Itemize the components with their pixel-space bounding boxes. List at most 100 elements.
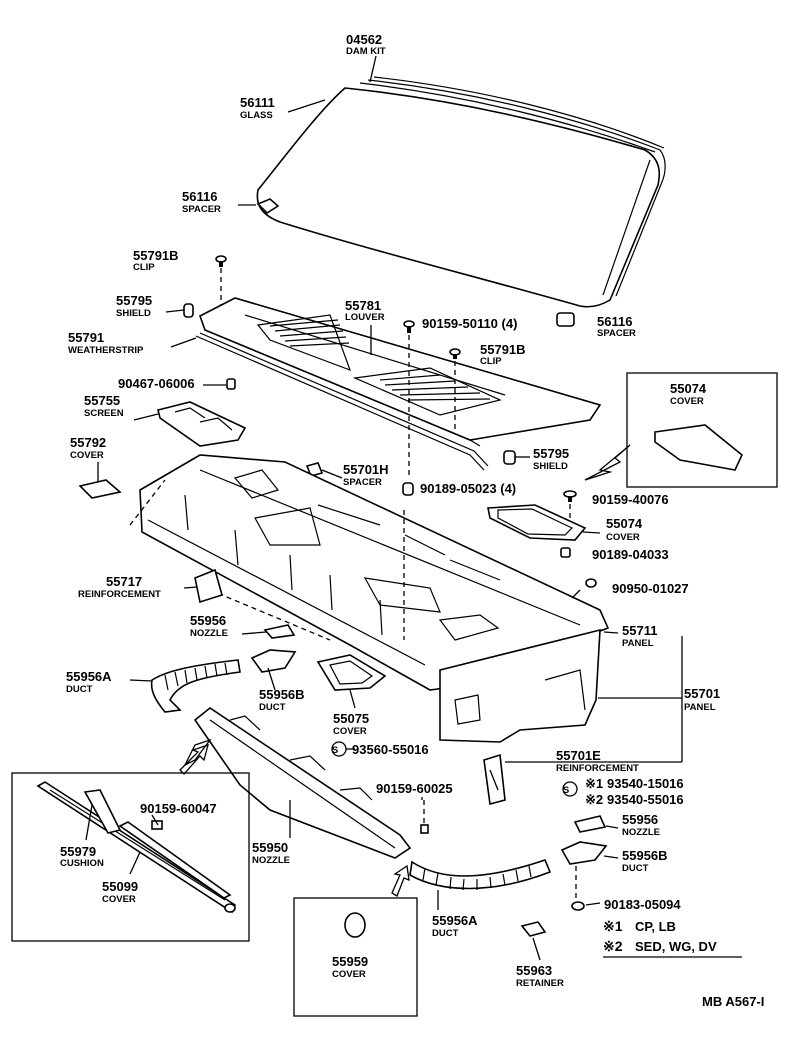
callout-c8: 56116 SPACER (597, 314, 636, 339)
callout-c2: 56111 GLASS (240, 95, 275, 121)
callout-c19: 55074 COVER (606, 516, 643, 543)
clip-55791b-right-drawing (449, 348, 461, 432)
part-name: DUCT (66, 684, 93, 695)
spacer-56116-left-drawing (256, 198, 280, 215)
part-name: DUCT (622, 863, 649, 874)
callout-c26: 55956B DUCT (259, 687, 305, 713)
cowl-panel-drawing (139, 454, 610, 691)
part-number: 55075 (333, 711, 369, 726)
clip-55791b-top-drawing (215, 255, 227, 305)
clip-90183-05094-drawing (571, 901, 585, 911)
callout-c7: 90159-50110 (4) (422, 316, 517, 331)
part-number: 55956B (259, 687, 305, 702)
part-number: 90159-50110 (4) (422, 316, 517, 331)
part-number: 55099 (102, 879, 138, 894)
part-number: 90159-40076 (592, 492, 669, 507)
callout-c24: 55711 PANEL (622, 623, 657, 649)
part-name: DAM KIT (346, 46, 386, 57)
callout-c40: 90183-05094 (604, 897, 681, 912)
part-number: 55959 (332, 954, 368, 969)
cover-55959-box (293, 897, 418, 1017)
bolt-90189-05023-drawing (402, 482, 414, 496)
callout-c20: 90189-04033 (592, 547, 669, 562)
callout-c27: 55701 PANEL (684, 686, 720, 713)
callout-c22: 90950-01027 (612, 581, 689, 596)
duct-55956a-lower-drawing (409, 859, 552, 891)
callout-c1: 04562 DAM KIT (346, 32, 386, 57)
part-name: CUSHION (60, 858, 104, 869)
part-number: 55711 (622, 623, 657, 638)
callout-c31: 90159-60047 (140, 801, 217, 816)
callout-c42: 55959 COVER (332, 954, 368, 980)
louver-drawing (199, 297, 602, 447)
part-name: COVER (670, 396, 704, 407)
screen-55755-drawing (157, 401, 247, 447)
part-number: 55074 (670, 381, 707, 396)
callout-c21: 55717 REINFORCEMENT (78, 574, 161, 600)
callout-c15: 55795 SHIELD (533, 446, 569, 472)
callout-c23: 55956 NOZZLE (190, 613, 228, 639)
callout-c5: 55795 SHIELD (116, 293, 152, 319)
callout-c36: 55956 NOZZLE (622, 812, 660, 838)
duct-55956a-left-drawing (150, 659, 241, 713)
part-name: SHIELD (116, 308, 151, 319)
callout-c41: 55956A DUCT (432, 913, 478, 939)
part-name: REINFORCEMENT (556, 763, 639, 774)
legend-note-1: ※1 CP, LB (603, 918, 676, 934)
callout-c29: S 93560-55016 (332, 742, 429, 757)
bolt-90159-50110-drawing (403, 320, 415, 478)
reinforcement-55717-drawing (194, 568, 223, 604)
callout-c6: 55781 LOUVER (345, 298, 385, 323)
part-number: 93560-55016 (352, 742, 429, 757)
part-name: DUCT (259, 702, 286, 713)
callout-c11: 90467-06006 (118, 376, 195, 391)
callout-c34: S ※2 93540-55016 (563, 785, 684, 807)
note-mark: ※2 (603, 938, 623, 954)
part-name: SHIELD (533, 461, 568, 472)
part-number: 90159-60047 (140, 801, 217, 816)
callout-c10: 55791B CLIP (480, 342, 526, 367)
part-number: 55781 (345, 298, 381, 313)
duct-55956b-upper-drawing (250, 649, 297, 673)
retainer-55963-drawing (520, 921, 547, 937)
circled-s-letter: S (332, 745, 338, 756)
part-number: 55956A (432, 913, 478, 928)
part-number: 93540-55016 (607, 792, 684, 807)
part-name: WEATHERSTRIP (68, 345, 144, 356)
panel-55701-drawing (439, 628, 601, 743)
callout-c37: 55950 NOZZLE (252, 840, 290, 866)
part-name: COVER (332, 969, 366, 980)
bolt-90159-40076-drawing (563, 490, 577, 520)
part-name: NOZZLE (190, 628, 228, 639)
callout-c12: 55755 SCREEN (84, 393, 124, 419)
part-number: 55717 (106, 574, 142, 589)
callout-c35: 55979 CUSHION (60, 844, 104, 869)
part-name: REINFORCEMENT (78, 589, 161, 600)
cover-55792-drawing (78, 479, 122, 499)
callout-c43: 55963 RETAINER (516, 963, 564, 989)
part-name: NOZZLE (622, 827, 660, 838)
callout-c39: 55099 COVER (102, 879, 138, 905)
shield-55795-left-drawing (183, 303, 194, 318)
part-number: 55701 (684, 686, 720, 701)
legend-note-2: ※2 SED, WG, DV (603, 938, 717, 954)
cover-55074-drawing (487, 504, 587, 541)
note-mark: ※2 (585, 792, 603, 807)
shield-55795-right-drawing (503, 450, 516, 465)
callout-c30: 55701E REINFORCEMENT (556, 748, 639, 774)
arrow-lower (391, 864, 410, 897)
part-number: 55963 (516, 963, 552, 978)
part-number: 55791B (480, 342, 526, 357)
note-mark: ※1 (603, 918, 623, 934)
part-number: 55979 (60, 844, 96, 859)
part-number: 90159-60025 (376, 781, 453, 796)
callout-c3: 56116 SPACER (182, 189, 221, 215)
part-name: COVER (333, 726, 367, 737)
leader-lines (85, 55, 742, 961)
part-number: 55956B (622, 848, 668, 863)
callout-c9: 55791 WEATHERSTRIP (68, 330, 144, 356)
part-number: 55795 (533, 446, 569, 461)
bolt-90159-60025-drawing (420, 800, 429, 834)
callout-c17: 90189-05023 (4) (420, 481, 516, 496)
part-name: CLIP (133, 262, 155, 273)
